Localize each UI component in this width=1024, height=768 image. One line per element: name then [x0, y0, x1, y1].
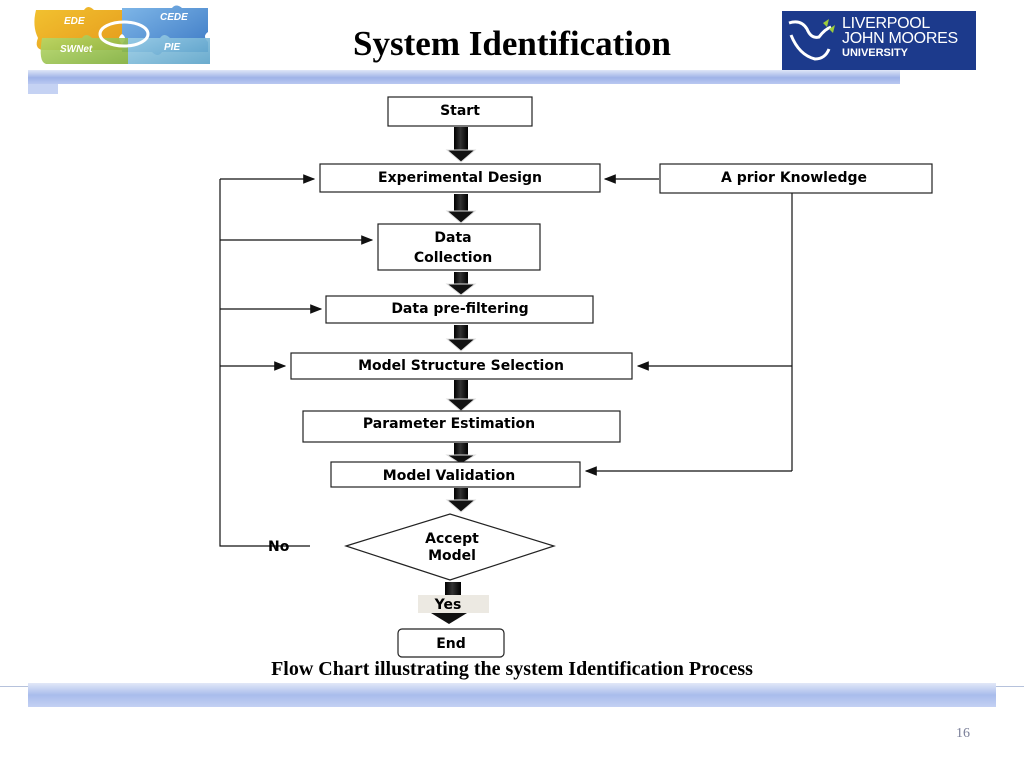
- data-prefiltering-label: Data pre-filtering: [391, 301, 528, 317]
- no-label: No: [268, 539, 290, 555]
- arrow-validation-to-decision: [445, 488, 477, 513]
- model-structure-box: Model Structure Selection: [290, 352, 633, 380]
- model-validation-label: Model Validation: [383, 468, 515, 484]
- flow-arrows: [431, 127, 477, 624]
- arrow-decision-to-end: [431, 582, 467, 624]
- header-band: [28, 70, 900, 84]
- logo-word-swnet: SWNet: [60, 44, 93, 55]
- model-structure-label: Model Structure Selection: [358, 358, 564, 374]
- data-collection-label-line2: Collection: [414, 250, 492, 266]
- footer-band: [28, 683, 996, 707]
- figure-caption: Flow Chart illustrating the system Ident…: [271, 658, 753, 680]
- parameter-estimation-box: Parameter Estimation: [302, 410, 621, 443]
- decision-label-line1: Accept: [425, 531, 479, 547]
- start-label: Start: [440, 103, 480, 119]
- data-prefiltering-box: Data pre-filtering: [325, 295, 594, 324]
- model-validation-box: Model Validation: [330, 461, 581, 488]
- arrow-estimation-to-validation: [445, 443, 477, 465]
- page-number: 16: [956, 726, 970, 741]
- yes-label: Yes: [434, 597, 462, 613]
- data-collection-box: Data Collection: [377, 223, 541, 271]
- prior-knowledge-box: A prior Knowledge: [659, 163, 933, 194]
- logo-word-pie: PIE: [164, 42, 180, 53]
- puzzle-logo: EDE CEDE SWNet PIE: [34, 5, 210, 64]
- logo-line-1: LIVERPOOL: [842, 15, 931, 32]
- prior-knowledge-label: A prior Knowledge: [721, 170, 867, 186]
- experimental-design-box: Experimental Design: [319, 163, 601, 193]
- data-collection-label-line1: Data: [434, 230, 471, 246]
- logo-line-2: JOHN MOORES: [842, 30, 958, 47]
- end-label: End: [436, 636, 466, 652]
- decision-label-line2: Model: [428, 548, 476, 564]
- arrow-prefilter-to-structure: [445, 325, 477, 352]
- accept-model-decision: Accept Model: [344, 513, 556, 581]
- start-box: Start: [387, 96, 533, 127]
- liver-bird-icon: [788, 19, 835, 61]
- arrow-start-to-design: [445, 127, 477, 163]
- arrow-design-to-collection: [445, 194, 477, 224]
- feedback-loop: [219, 174, 374, 547]
- logo-line-3: UNIVERSITY: [842, 47, 909, 59]
- yes-label-box: Yes: [418, 595, 489, 613]
- arrow-structure-to-estimation: [445, 380, 477, 412]
- experimental-design-label: Experimental Design: [378, 170, 542, 186]
- parameter-estimation-label: Parameter Estimation: [363, 416, 535, 432]
- prior-knowledge-links: [584, 174, 793, 476]
- logo-word-cede: CEDE: [160, 12, 188, 23]
- header-band-tab: [28, 84, 58, 94]
- end-box: End: [397, 628, 505, 658]
- arrow-collection-to-prefilter: [445, 272, 477, 296]
- university-logo: LIVERPOOL JOHN MOORES UNIVERSITY: [782, 11, 976, 70]
- slide-title: System Identification: [353, 24, 671, 63]
- logo-word-ede: EDE: [64, 16, 85, 27]
